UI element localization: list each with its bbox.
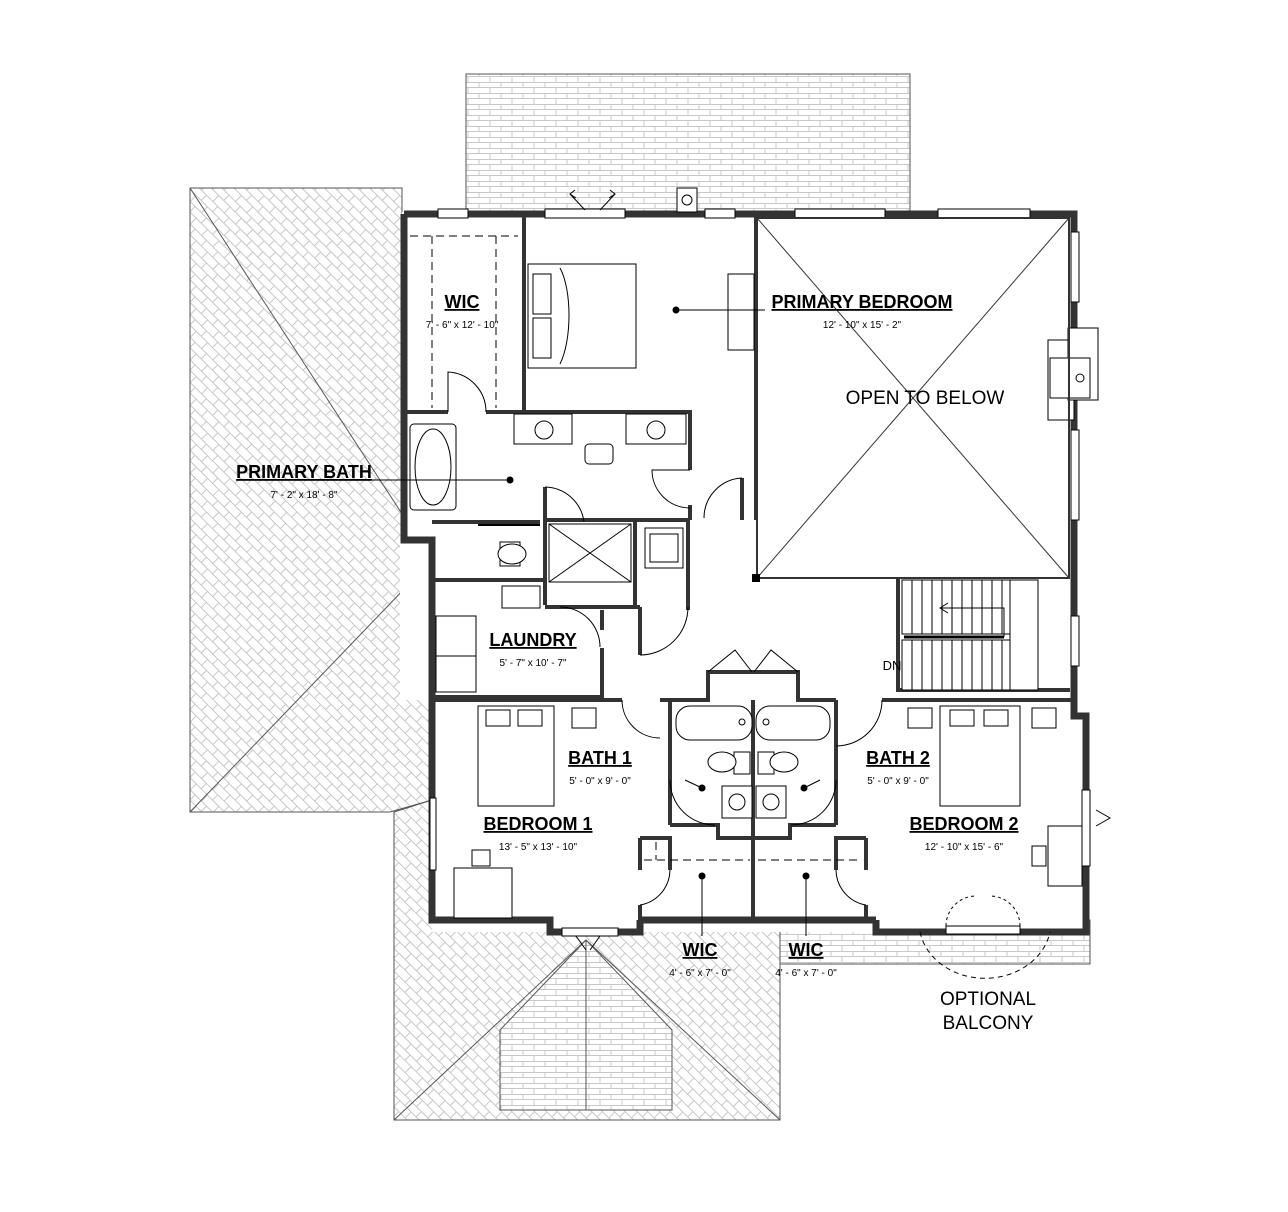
primary-bed: [527, 263, 755, 369]
primary-bath-fixtures: [409, 413, 687, 583]
wic2-dims: 4' - 6" x 7' - 0": [775, 968, 837, 979]
bedroom2-dims: 12' - 10" x 15' - 6": [925, 842, 1004, 853]
front-window-bottom: [561, 927, 619, 951]
door-swing-top: [569, 189, 616, 211]
balcony-label-line2: BALCONY: [943, 1013, 1034, 1034]
bath1-dims: 5' - 0" x 9' - 0": [569, 776, 631, 787]
leader-lines: [360, 306, 821, 936]
wic-primary-dims: 7' - 6" x 12' - 10": [426, 320, 499, 331]
room-labels: WIC 7' - 6" x 12' - 10" PRIMARY BEDROOM …: [236, 292, 1036, 1034]
wic1-dims: 4' - 6" x 7' - 0": [669, 968, 731, 979]
building-footprint: [400, 212, 1086, 932]
primary-bath-name: PRIMARY BATH: [236, 462, 372, 482]
bedroom1-name: BEDROOM 1: [483, 814, 592, 834]
bedroom1-dims: 13' - 5" x 13' - 10": [499, 842, 578, 853]
open-to-below-label: OPEN TO BELOW: [846, 388, 1005, 409]
exterior-walls: [400, 210, 1090, 936]
primary-bedroom-name: PRIMARY BEDROOM: [771, 292, 952, 312]
bath-fixtures: [675, 705, 831, 819]
windows-right: [1070, 231, 1080, 667]
bedroom2-furniture: [907, 705, 1112, 887]
bedroom1-furniture: [429, 705, 597, 919]
fireplace: [1047, 327, 1099, 421]
open-to-below-area: [752, 217, 1070, 582]
laundry-fixtures: [435, 585, 541, 693]
laundry-name: LAUNDRY: [489, 630, 576, 650]
bedroom2-name: BEDROOM 2: [909, 814, 1018, 834]
stairs: [901, 579, 1039, 691]
primary-bedroom-dims: 12' - 10" x 15' - 2": [823, 320, 902, 331]
primary-bath-dims: 7' - 2" x 18' - 8": [270, 490, 338, 501]
door-swings: [447, 371, 883, 906]
bath2-dims: 5' - 0" x 9' - 0": [867, 776, 929, 787]
bath2-name: BATH 2: [866, 748, 930, 768]
optional-balcony: [919, 895, 1051, 979]
bath1-name: BATH 1: [568, 748, 632, 768]
laundry-dims: 5' - 7" x 10' - 7": [499, 658, 567, 669]
wic-primary-shelves: [410, 235, 518, 408]
wic1-name: WIC: [683, 940, 718, 960]
chimney-top: [676, 187, 698, 213]
wic-primary-name: WIC: [445, 292, 480, 312]
wic2-name: WIC: [789, 940, 824, 960]
small-wic-shelves: [644, 842, 862, 861]
balcony-label-line1: OPTIONAL: [940, 989, 1036, 1010]
stair-dn-label: DN: [883, 658, 902, 673]
